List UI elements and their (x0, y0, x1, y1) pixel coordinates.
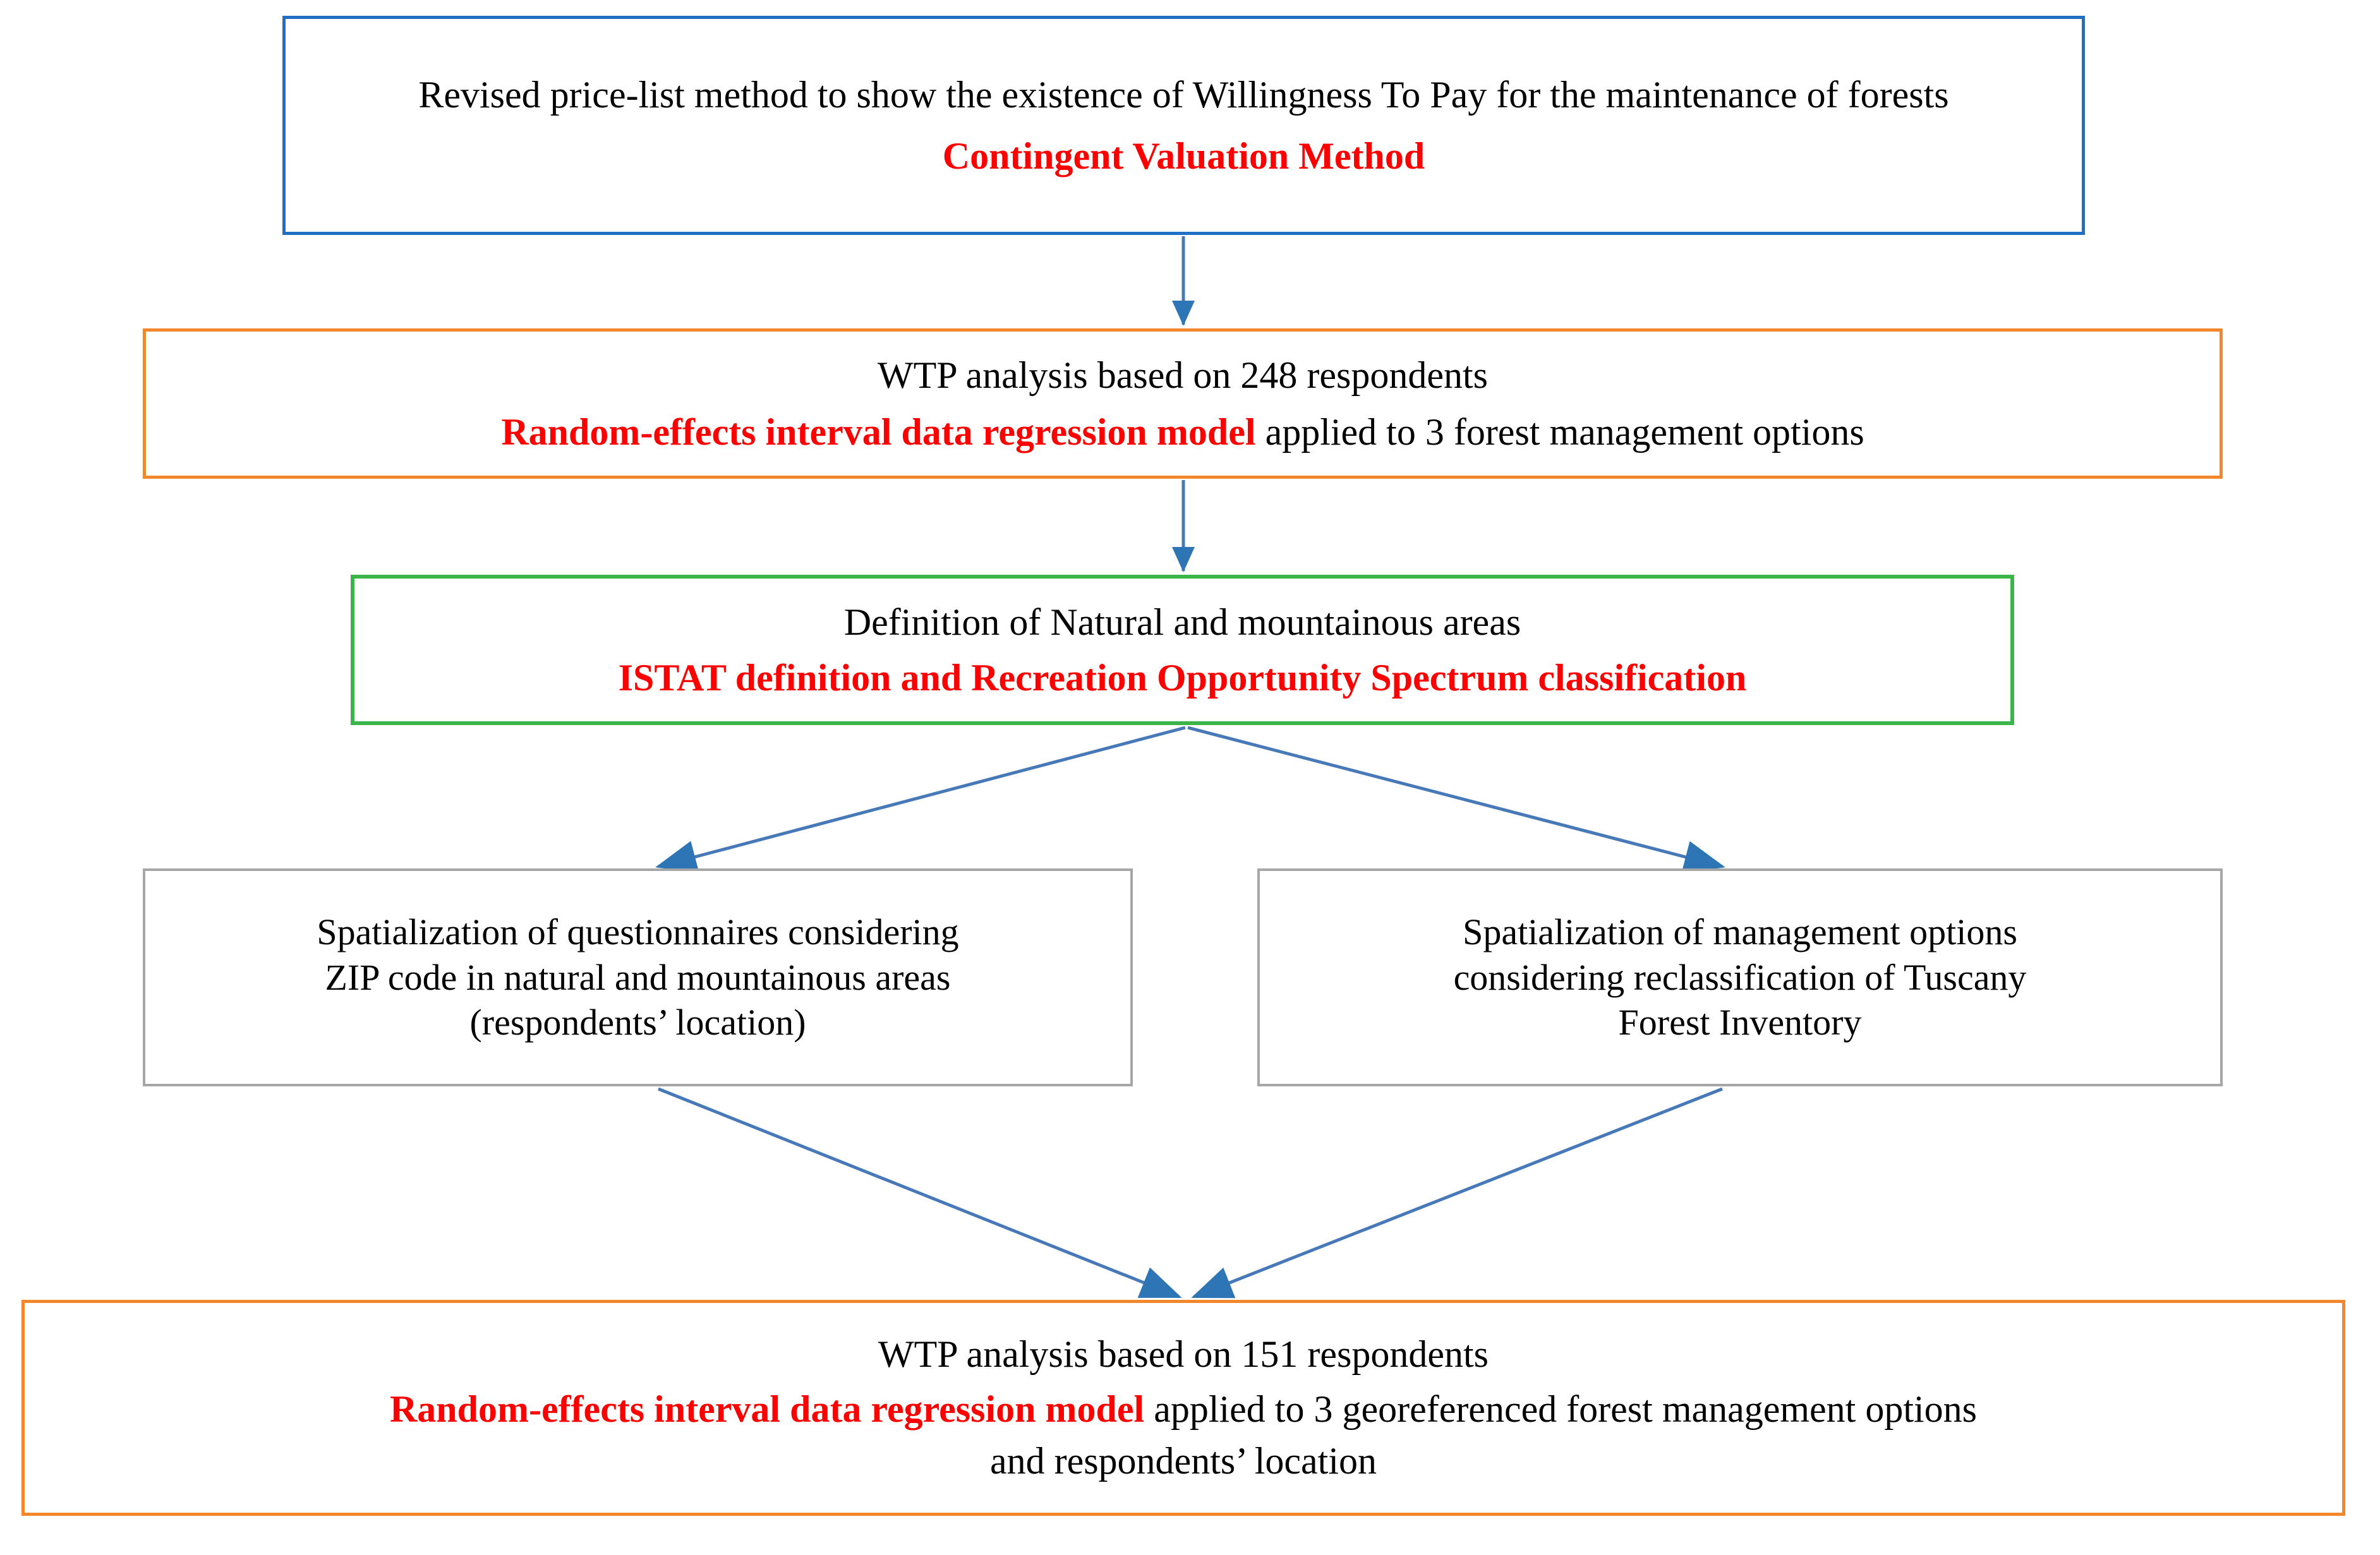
node-cvm-line-2: Contingent Valuation Method (942, 135, 1425, 177)
node-wtp-analysis-248: WTP analysis based on 248 respondents Ra… (143, 328, 2223, 479)
node-spatial-quest-line-1: Spatialization of questionnaires conside… (317, 911, 959, 952)
node-spatial-mgmt-line-1: Spatialization of management options (1463, 911, 2017, 952)
node-wtp248-line-2-tail: applied to 3 forest management options (1255, 411, 1864, 453)
node-definition-line-1: Definition of Natural and mountainous ar… (843, 601, 1521, 643)
connector-definition-to-spatial-management (1187, 726, 1725, 874)
connector-spatial-management-to-wtp151 (1191, 1087, 1723, 1299)
node-wtp151-line-1: WTP analysis based on 151 respondents (878, 1333, 1489, 1376)
node-cvm-line-1: Revised price-list method to show the ex… (418, 74, 1949, 116)
connector-definition-to-spatial-questionnaires (655, 726, 1186, 873)
node-contingent-valuation-method: Revised price-list method to show the ex… (282, 16, 2085, 235)
node-wtp151-line-2: Random-effects interval data regression … (40, 1386, 2327, 1432)
node-spatial-mgmt-line-3: Forest Inventory (1618, 1002, 1862, 1043)
node-spatial-mgmt-line-2: considering reclassification of Tuscany (1453, 956, 2027, 998)
node-spatialization-questionnaires: Spatialization of questionnaires conside… (143, 868, 1133, 1086)
node-wtp151-line-2-tail: applied to 3 georeferenced forest manage… (1144, 1388, 1978, 1430)
node-spatial-quest-line-2: ZIP code in natural and mountainous area… (325, 956, 951, 998)
node-wtp248-line-2: Random-effects interval data regression … (165, 409, 2201, 455)
node-spatial-quest-line-3: (respondents’ location) (469, 1002, 806, 1043)
node-wtp151-model-highlight: Random-effects interval data regression … (389, 1388, 1145, 1430)
node-spatialization-management-options: Spatialization of management options con… (1257, 868, 2223, 1086)
connector-spatial-questionnaires-to-wtp151 (658, 1087, 1182, 1299)
node-wtp151-line-3: and respondents’ location (989, 1440, 1377, 1482)
node-wtp-analysis-151: WTP analysis based on 151 respondents Ra… (21, 1300, 2345, 1516)
node-definition-natural-mountainous-areas: Definition of Natural and mountainous ar… (351, 575, 2014, 725)
node-definition-line-2: ISTAT definition and Recreation Opportun… (618, 657, 1747, 699)
node-wtp248-line-1: WTP analysis based on 248 respondents (878, 354, 1488, 396)
node-wtp248-model-highlight: Random-effects interval data regression … (501, 411, 1256, 453)
